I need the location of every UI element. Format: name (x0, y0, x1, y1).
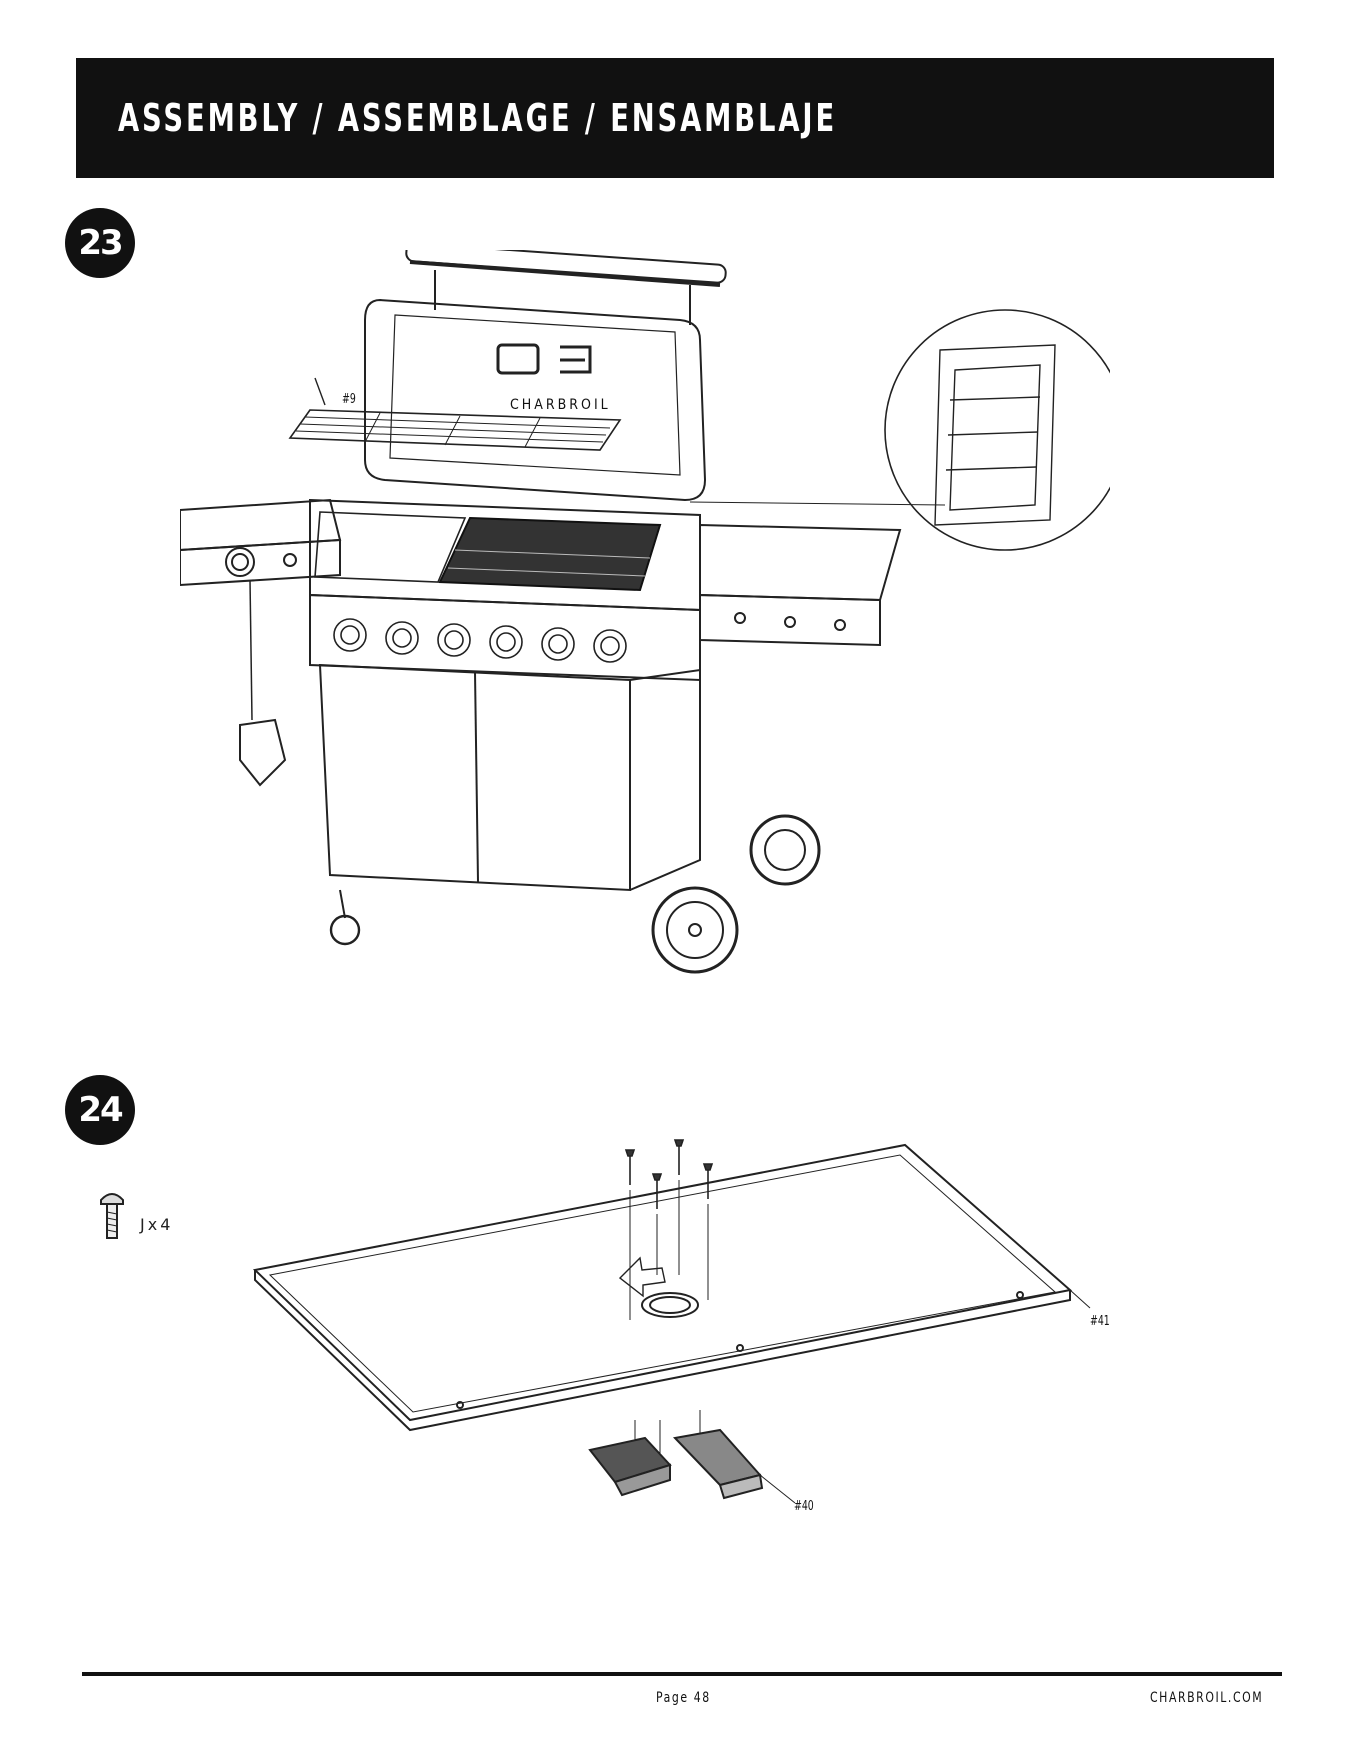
page-number: Page 48 (656, 1690, 711, 1706)
footer-website: CHARBROIL.COM (1150, 1690, 1263, 1706)
callout-9: #9 (342, 392, 356, 407)
callout-41: #41 (1090, 1314, 1110, 1329)
header-bar: ASSEMBLY / ASSEMBLAGE / ENSAMBLAJE (76, 58, 1274, 178)
grill-illustration (180, 250, 1110, 1000)
step-badge-23: 23 (65, 208, 135, 278)
footer-rule (82, 1672, 1282, 1676)
hardware-quantity: Jx4 (140, 1215, 173, 1234)
bolt-icon (98, 1190, 126, 1242)
side-shelf-illustration (250, 1130, 1100, 1520)
page-title: ASSEMBLY / ASSEMBLAGE / ENSAMBLAJE (118, 96, 837, 140)
callout-40: #40 (794, 1499, 814, 1514)
grill-logo-text: CHARBROIL (510, 397, 611, 413)
step-badge-24: 24 (65, 1075, 135, 1145)
